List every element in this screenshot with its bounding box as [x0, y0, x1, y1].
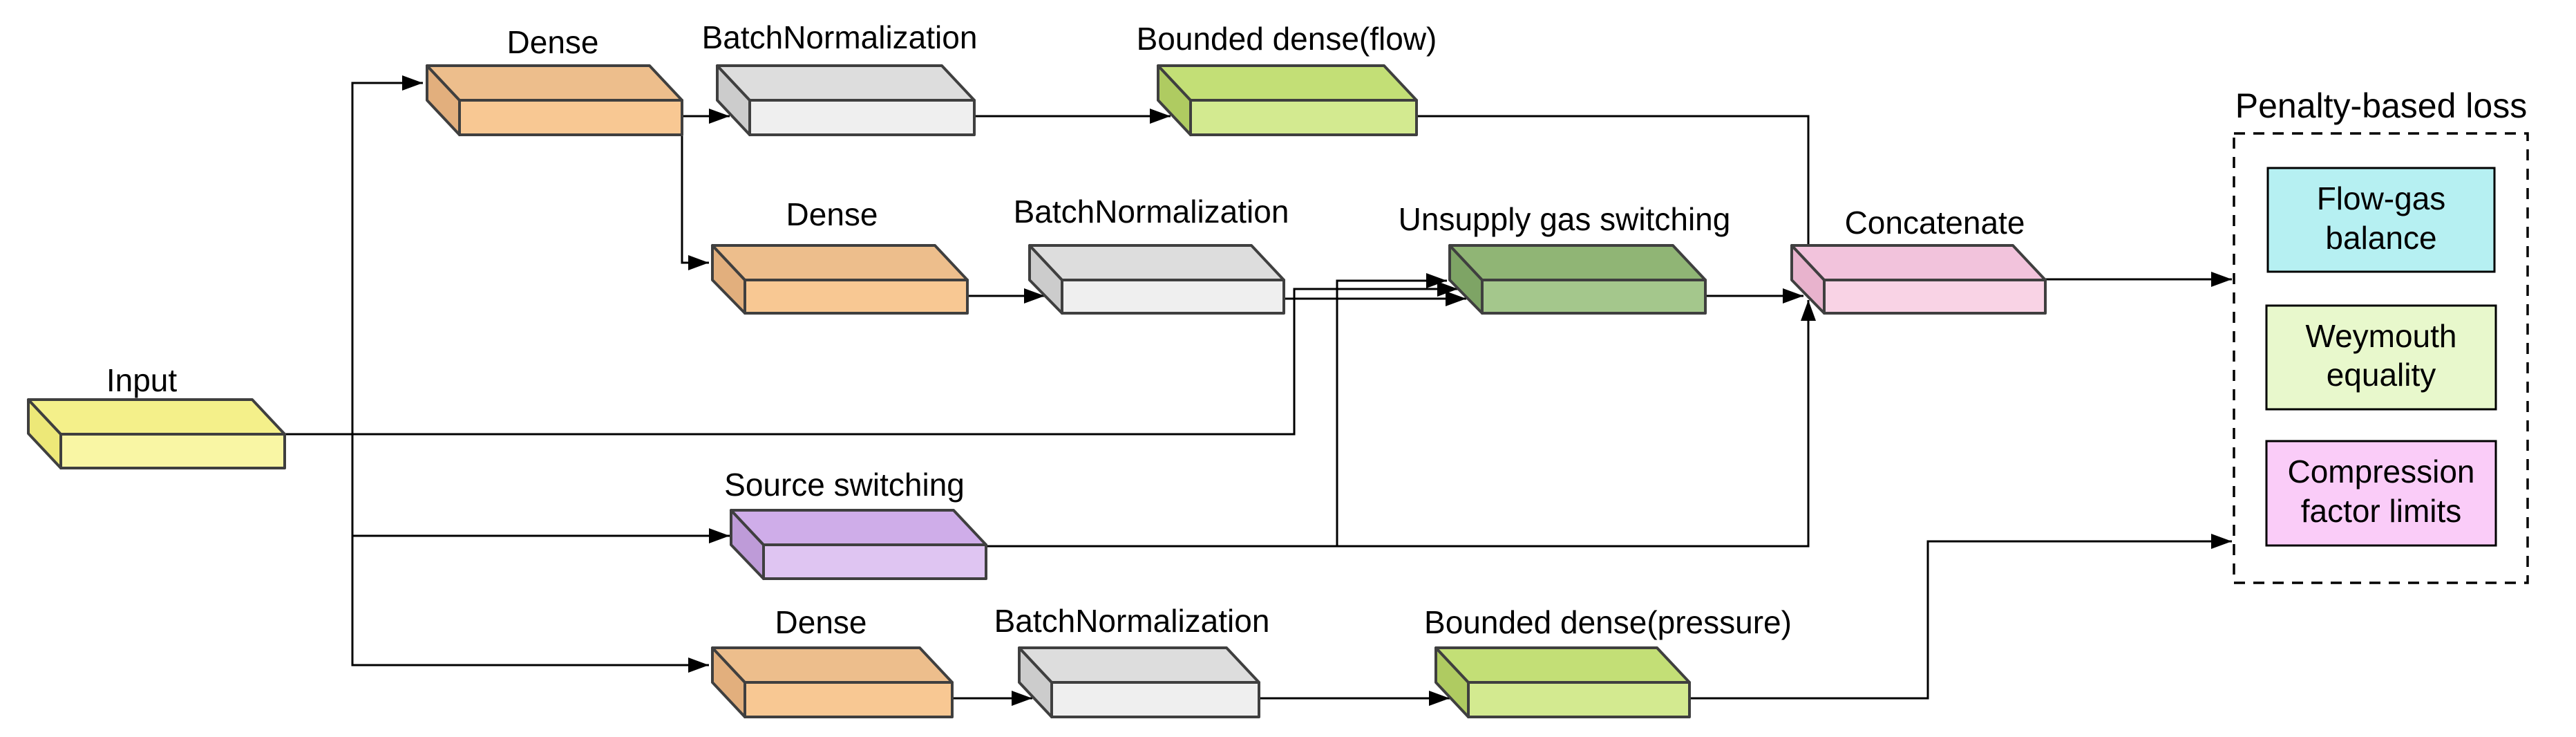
- source-switching-label: Source switching: [724, 467, 965, 503]
- edge-input-branch-to-dense3: [351, 434, 709, 673]
- node-source-switching: Source switching: [724, 467, 987, 580]
- node-dense-1: Dense: [426, 24, 683, 136]
- source-switching-top-face: [730, 509, 987, 546]
- dense-3-front-face: [744, 681, 954, 718]
- loss-item-flow-gas-balance: Flow-gas balance: [2266, 167, 2496, 273]
- bounded-dense-flow-front-face: [1189, 99, 1418, 136]
- input-front-face: [59, 433, 286, 469]
- node-unsupply-gas-switching: Unsupply gas switching: [1399, 201, 1731, 315]
- weymouth-equality-box: [2265, 304, 2497, 411]
- node-dense-3: Dense: [711, 604, 954, 718]
- edge-input-branch-to-dense1: [351, 75, 423, 434]
- batchnorm-3-top-face: [1018, 646, 1260, 684]
- dense-2-top-face: [711, 244, 969, 281]
- dense-3-label: Dense: [775, 604, 867, 640]
- flow-gas-balance-box: [2266, 167, 2496, 273]
- bounded-dense-flow-label: Bounded dense(flow): [1137, 21, 1437, 57]
- input-top-face: [27, 398, 286, 436]
- weymouth-equality-line2: equality: [2327, 357, 2436, 393]
- edge-input-to-unsupply: [285, 281, 1458, 436]
- compression-factor-limits-line2: factor limits: [2301, 493, 2462, 529]
- input-label: Input: [106, 362, 178, 398]
- unsupply-top-face: [1448, 244, 1707, 281]
- unsupply-front-face: [1481, 279, 1707, 315]
- batchnorm-3-label: BatchNormalization: [994, 603, 1270, 639]
- node-batchnorm-2: BatchNormalization: [1014, 194, 1289, 315]
- edge-pressure-to-loss-panel: [1689, 534, 2232, 700]
- node-concatenate: Concatenate: [1790, 205, 2047, 315]
- batchnorm-2-label: BatchNormalization: [1014, 194, 1289, 230]
- edge-flow-to-concat: [1417, 115, 1816, 293]
- edges: [285, 75, 2232, 706]
- batchnorm-1-front-face: [748, 99, 976, 136]
- flow-gas-balance-line1: Flow-gas: [2317, 180, 2446, 216]
- dense-2-label: Dense: [786, 196, 878, 232]
- node-batchnorm-1: BatchNormalization: [702, 19, 978, 136]
- edge-source-to-unsupply: [1336, 273, 1447, 546]
- source-switching-front-face: [762, 543, 987, 580]
- node-dense-2: Dense: [711, 196, 969, 315]
- dense-1-label: Dense: [507, 24, 599, 60]
- flow-gas-balance-line2: balance: [2325, 220, 2436, 256]
- weymouth-equality-line1: Weymouth: [2305, 318, 2456, 354]
- loss-item-weymouth-equality: Weymouth equality: [2265, 304, 2497, 411]
- concatenate-label: Concatenate: [1845, 205, 2025, 241]
- node-input: Input: [27, 362, 286, 469]
- node-batchnorm-3: BatchNormalization: [994, 603, 1270, 718]
- unsupply-label: Unsupply gas switching: [1399, 201, 1731, 237]
- loss-item-compression-factor-limits: Compression factor limits: [2265, 440, 2497, 547]
- bounded-dense-pressure-label: Bounded dense(pressure): [1424, 604, 1792, 640]
- edge-dense1-to-dense2: [681, 116, 709, 270]
- dense-3-top-face: [711, 646, 954, 684]
- penalty-loss-title: Penalty-based loss: [2235, 86, 2527, 125]
- node-bounded-dense-pressure: Bounded dense(pressure): [1424, 604, 1792, 718]
- concatenate-front-face: [1823, 279, 2047, 315]
- penalty-loss-panel: Penalty-based loss Flow-gas balance Weym…: [2233, 86, 2529, 584]
- compression-factor-limits-box: [2265, 440, 2497, 547]
- dense-2-front-face: [744, 279, 969, 315]
- node-bounded-dense-flow: Bounded dense(flow): [1137, 21, 1437, 136]
- compression-factor-limits-line1: Compression: [2288, 454, 2475, 489]
- batchnorm-2-front-face: [1061, 279, 1285, 315]
- dense-1-front-face: [458, 99, 683, 136]
- penalty-loss-frame: [2233, 132, 2529, 584]
- batchnorm-2-top-face: [1028, 244, 1285, 281]
- concatenate-top-face: [1790, 244, 2047, 281]
- bounded-dense-flow-top-face: [1157, 64, 1418, 102]
- edge-source-to-concat: [986, 300, 1816, 548]
- batchnorm-1-label: BatchNormalization: [702, 19, 978, 55]
- batchnorm-1-top-face: [716, 64, 976, 102]
- bounded-dense-pressure-front-face: [1467, 681, 1691, 718]
- dense-1-top-face: [426, 64, 683, 102]
- batchnorm-3-front-face: [1050, 681, 1260, 718]
- bounded-dense-pressure-top-face: [1434, 646, 1691, 684]
